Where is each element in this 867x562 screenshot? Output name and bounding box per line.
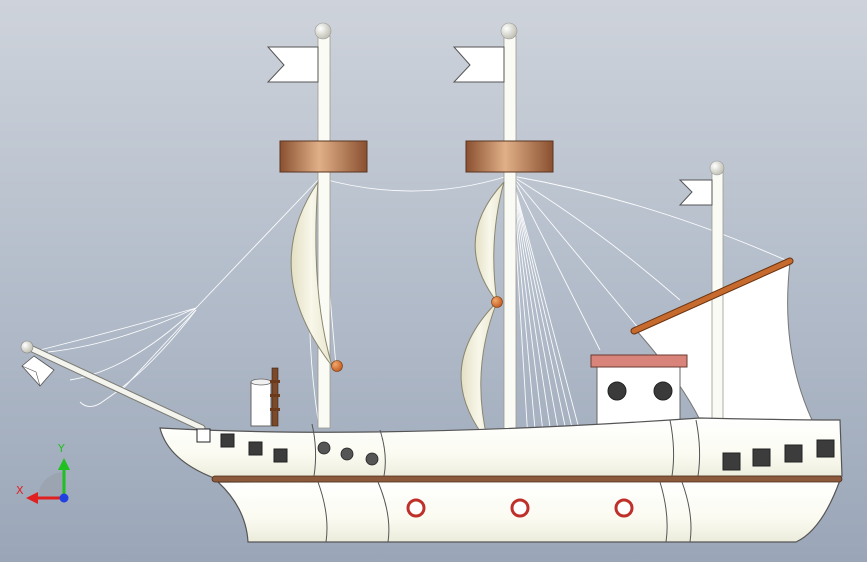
funnel[interactable] <box>250 378 272 427</box>
mainmast-sail-block <box>491 296 503 308</box>
foremast-flag <box>266 46 319 83</box>
mainmast-lower-sail[interactable] <box>460 301 498 443</box>
foremast-finial <box>314 22 332 40</box>
mainmast-top-sail[interactable] <box>474 181 505 303</box>
triad-z-axis <box>59 493 69 503</box>
deckhouse-porthole <box>653 381 673 401</box>
deckhouse-porthole <box>607 381 627 401</box>
bow-post <box>270 367 280 427</box>
bowsprit-finial <box>20 340 34 354</box>
mizzen-gaff-spar[interactable] <box>631 258 793 334</box>
bowsprit[interactable] <box>20 340 206 432</box>
mainmast-crows-nest[interactable] <box>465 140 554 173</box>
triad-y-label: Y <box>58 442 65 455</box>
foremast-sail-block <box>331 360 343 372</box>
hull[interactable] <box>159 417 843 543</box>
coordinate-triad <box>26 458 70 504</box>
foremast[interactable] <box>266 22 368 429</box>
hull-portholes <box>317 441 379 466</box>
mizzen-finial <box>709 160 725 176</box>
foremast-crows-nest[interactable] <box>279 140 368 173</box>
hull-windows <box>196 428 835 471</box>
mainmast-flag <box>452 46 505 83</box>
upper-hull[interactable] <box>159 417 843 479</box>
deckhouse-roof <box>590 354 688 368</box>
mainmast[interactable] <box>452 22 554 445</box>
mizzen-flag <box>678 179 713 206</box>
hull-plank-seams <box>311 419 701 543</box>
hull-rail <box>211 475 843 483</box>
mainmast-finial <box>500 22 518 40</box>
life-rings <box>406 498 634 518</box>
triad-x-label: X <box>16 484 24 497</box>
